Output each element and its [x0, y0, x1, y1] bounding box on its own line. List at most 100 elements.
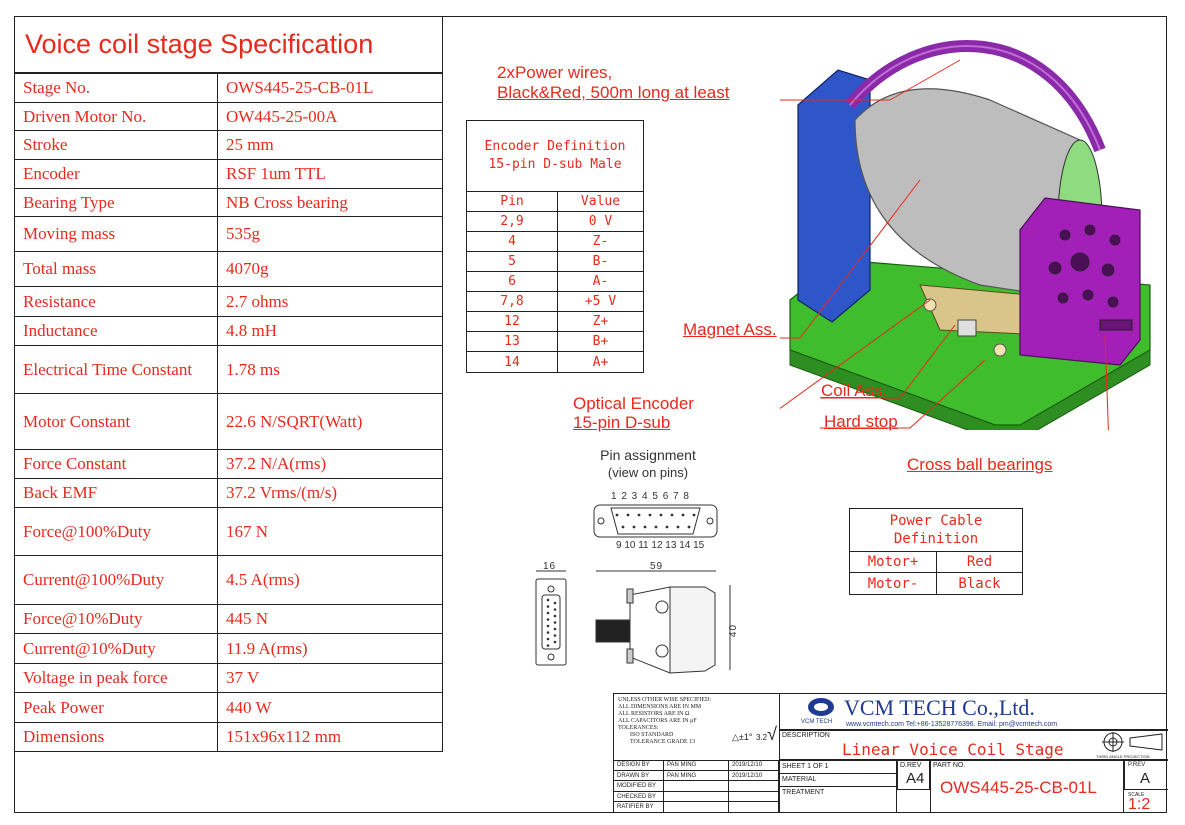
sheet-label: SHEET 1 OF 1 — [782, 763, 829, 770]
power-wire-color: Red — [966, 554, 993, 570]
spec-value: 1.78 ms — [226, 359, 280, 379]
encoder-table-row: 7,8+5 V — [467, 292, 643, 312]
spec-value: OW445-25-00A — [226, 106, 338, 126]
spec-key: Stage No. — [15, 74, 218, 102]
spec-value: 445 N — [226, 609, 269, 628]
callout-power-wires-1: 2xPower wires, — [497, 63, 613, 82]
col-pin: Pin — [467, 192, 558, 211]
pin-dot — [546, 644, 550, 647]
treatment-label: TREATMENT — [782, 789, 825, 796]
tolerance-symbol: △±1° — [732, 732, 753, 742]
signature-cell — [729, 792, 779, 802]
logo-small-text: VCM TECH — [801, 719, 833, 725]
signature-cell — [664, 802, 729, 812]
spec-row: Force Constant 37.2 N/A(rms) — [14, 450, 443, 479]
title-block-note: UNLESS OTHER WISE SPECIFIED: — [618, 697, 712, 703]
spec-row: Resistance 2.7 ohms — [14, 287, 443, 317]
power-table-row: Motor+ Red — [850, 552, 1022, 573]
spec-key: Force Constant — [15, 450, 218, 478]
encoder-table-row: 6 A- — [467, 272, 643, 292]
spec-key: Voltage in peak force — [15, 664, 218, 692]
signature-cell: PAN MING — [664, 770, 729, 780]
spec-row: Voltage in peak force 37 V — [14, 664, 443, 693]
part-no-cell — [930, 760, 1124, 813]
encoder-definition-table: Encoder Definition 15-pin D-sub Male Pin… — [466, 120, 644, 373]
dim-59: 59 — [650, 561, 664, 572]
spec-key: Force@100%Duty — [15, 508, 218, 555]
callout-hard-stop: Hard stop — [824, 412, 898, 431]
encoder-value: Z- — [592, 234, 609, 249]
pin-dot — [692, 513, 696, 517]
p-rev-label: P.REV — [1128, 762, 1146, 768]
spec-value: 2.7 ohms — [226, 291, 289, 311]
encoder-value: A- — [592, 274, 609, 289]
spec-key: Electrical Time Constant — [15, 346, 218, 393]
callout-coil: Coil Ass. — [821, 381, 888, 400]
spec-value: 11.9 A(rms) — [226, 638, 308, 658]
description-cell — [779, 730, 1168, 760]
callout-power-wires-2: Black&Red, 500m long at least — [497, 83, 730, 102]
pin-dot — [546, 611, 550, 615]
signature-cell — [664, 791, 729, 801]
callout-optical-encoder-2: 15-pin D-sub — [573, 413, 671, 432]
spec-key: Resistance — [15, 287, 218, 316]
spec-value: 37.2 N/A(rms) — [226, 454, 327, 473]
pin-dot — [553, 634, 557, 637]
spec-key: Motor Constant — [15, 394, 218, 449]
spec-row: Electrical Time Constant 1.78 ms — [14, 346, 443, 394]
power-signal: Motor+ — [850, 552, 937, 572]
spec-value: 167 N — [226, 521, 269, 541]
dsub-connector-icon — [593, 504, 718, 538]
spec-value: 4.8 mH — [226, 321, 277, 340]
spec-value: 37 V — [226, 668, 260, 687]
pin-dot — [546, 618, 550, 621]
title-block-notes: UNLESS OTHER WISE SPECIFIED:ALL DIMENSIO… — [618, 697, 728, 746]
pin-dot — [546, 624, 550, 628]
spec-key: Force@10%Duty — [15, 605, 218, 633]
company-name: VCM TECH Co.,Ltd. — [844, 695, 1035, 720]
signature-cell: DRAWN BY — [614, 770, 664, 780]
signature-cell: DESIGN BY — [614, 760, 664, 770]
pin-dot — [615, 513, 619, 517]
spec-row: Force@10%Duty 445 N — [14, 605, 443, 634]
encoder-pin: 6 — [467, 272, 558, 291]
spec-key: Total mass — [15, 252, 218, 286]
signature-cell: RATIFIER BY — [614, 802, 664, 812]
spec-key: Encoder — [15, 160, 218, 188]
spec-key: Current@100%Duty — [15, 556, 218, 604]
spec-value: 25 mm — [226, 135, 274, 154]
material-label: MATERIAL — [782, 776, 817, 783]
roughness-value: 3.2 — [756, 733, 768, 742]
power-wire-color: Black — [958, 575, 1001, 592]
title-block-note: TOLERANCES: — [618, 725, 659, 731]
encoder-pin: 13 — [467, 332, 558, 351]
spec-value: 4070g — [226, 259, 269, 278]
pin-dot — [665, 525, 669, 529]
pin-top-numbers: 1 2 3 4 5 6 7 8 — [611, 491, 690, 502]
scale-value: 1:2 — [1128, 796, 1151, 813]
pin-dot — [553, 608, 557, 611]
title-block-note: ALL RESISTORS ARE IN Ω — [618, 711, 690, 717]
pin-dot — [546, 637, 550, 641]
pin-dot — [621, 525, 625, 529]
dim-16: 16 — [543, 561, 557, 572]
d-rev-value: A4 — [906, 770, 925, 787]
spec-row: Force@100%Duty 167 N — [14, 508, 443, 556]
callout-magnet: Magnet Ass. — [683, 320, 777, 339]
pin-dot — [553, 614, 557, 618]
encoder-table-col-headers: Pin Value — [467, 192, 643, 212]
projection-icon — [1102, 732, 1164, 757]
signature-row: RATIFIER BY — [614, 802, 779, 813]
encoder-value: 0 V — [588, 214, 613, 229]
spec-value: RSF 1um TTL — [226, 164, 326, 183]
